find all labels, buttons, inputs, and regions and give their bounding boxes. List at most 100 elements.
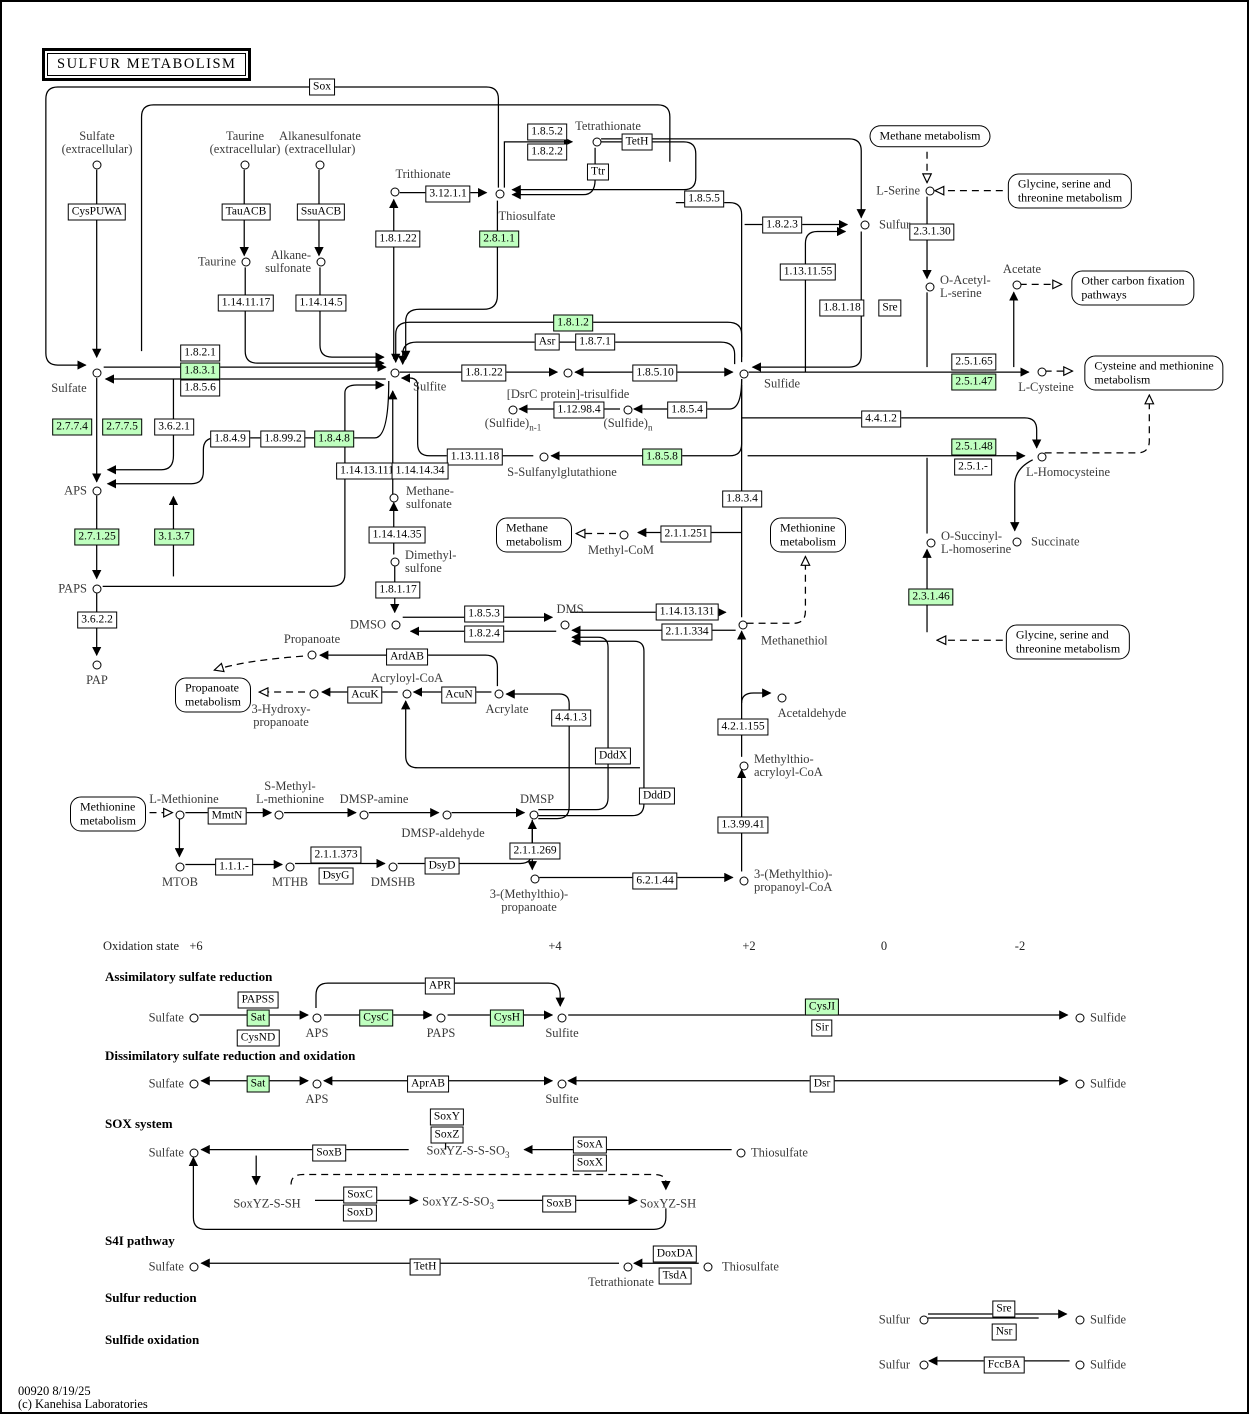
- enzyme-box-2-3-1-30[interactable]: 2.3.1.30: [909, 223, 955, 241]
- enzyme-box-1-12-98-4[interactable]: 1.12.98.4: [553, 401, 605, 419]
- compound-alkane[interactable]: [316, 257, 326, 267]
- enzyme-box-tauacb[interactable]: TauACB: [221, 203, 271, 221]
- enzyme-box-2-7-7-5[interactable]: 2.7.7.5: [102, 418, 142, 436]
- compound-propanoate[interactable]: [307, 650, 317, 660]
- compound-s-methyl[interactable]: [274, 810, 284, 820]
- enzyme-box-ttr[interactable]: Ttr: [586, 163, 610, 181]
- enzyme-box-1-8-5-3[interactable]: 1.8.5.3: [464, 605, 504, 623]
- enzyme-box-4-4-1-3[interactable]: 4.4.1.3: [551, 709, 591, 727]
- enzyme-box-1-8-1-2[interactable]: 1.8.1.2: [553, 314, 593, 332]
- enzyme-box-soxz[interactable]: SoxZ: [430, 1126, 464, 1144]
- compound-dmsp-aldehyde[interactable]: [442, 810, 452, 820]
- enzyme-box-acuk[interactable]: AcuK: [347, 686, 383, 704]
- enzyme-box-3-12-1-1[interactable]: 3.12.1.1: [425, 185, 471, 203]
- enzyme-box-1-14-14-34[interactable]: 1.14.14.34: [391, 462, 449, 480]
- compound-o-succinyl[interactable]: [926, 538, 936, 548]
- enzyme-box-1-8-2-1[interactable]: 1.8.2.1: [180, 344, 220, 362]
- enzyme-box-ssuacb[interactable]: SsuACB: [296, 203, 346, 221]
- enzyme-box-apr[interactable]: APR: [424, 977, 456, 995]
- compound-sulfide[interactable]: [1075, 1360, 1085, 1370]
- compound-sulfate[interactable]: [92, 160, 102, 170]
- enzyme-box-nsr[interactable]: Nsr: [991, 1323, 1017, 1341]
- enzyme-box-2-5-1-48[interactable]: 2.5.1.48: [951, 438, 997, 456]
- enzyme-box-3-6-2-1[interactable]: 3.6.2.1: [154, 418, 194, 436]
- enzyme-box-1-3-99-41[interactable]: 1.3.99.41: [717, 816, 769, 834]
- compound-paps[interactable]: [436, 1013, 446, 1023]
- enzyme-box-2-1-1-373[interactable]: 2.1.1.373: [310, 846, 362, 864]
- compound-acetate[interactable]: [1012, 280, 1022, 290]
- compound-trithionate[interactable]: [390, 187, 400, 197]
- compound-sulfide[interactable]: [1075, 1315, 1085, 1325]
- compound-sulfate[interactable]: [92, 368, 102, 378]
- compound-dmso[interactable]: [391, 620, 401, 630]
- enzyme-box-1-8-5-10[interactable]: 1.8.5.10: [632, 364, 678, 382]
- enzyme-box-2-5-1-47[interactable]: 2.5.1.47: [951, 373, 997, 391]
- enzyme-box-soxc[interactable]: SoxC: [343, 1186, 377, 1204]
- enzyme-box-sat[interactable]: Sat: [246, 1009, 270, 1027]
- compound-alkanesulfonate[interactable]: [315, 160, 325, 170]
- enzyme-box-asr[interactable]: Asr: [534, 333, 560, 351]
- enzyme-box-4-2-1-155[interactable]: 4.2.1.155: [717, 718, 769, 736]
- compound-methane[interactable]: [389, 493, 399, 503]
- enzyme-box-doxda[interactable]: DoxDA: [652, 1245, 698, 1263]
- enzyme-box-1-8-5-5[interactable]: 1.8.5.5: [684, 190, 724, 208]
- enzyme-box-6-2-1-44[interactable]: 6.2.1.44: [632, 872, 678, 890]
- enzyme-box-1-8-4-8[interactable]: 1.8.4.8: [314, 430, 354, 448]
- compound-tetrathionate[interactable]: [592, 137, 602, 147]
- enzyme-box-1-8-1-18[interactable]: 1.8.1.18: [819, 299, 865, 317]
- enzyme-box-1-8-3-4[interactable]: 1.8.3.4: [722, 490, 762, 508]
- enzyme-box-1-8-1-22[interactable]: 1.8.1.22: [375, 230, 421, 248]
- enzyme-box-1-14-14-5[interactable]: 1.14.14.5: [295, 294, 347, 312]
- compound-thiosulfate[interactable]: [495, 189, 505, 199]
- enzyme-box-1-8-99-2[interactable]: 1.8.99.2: [260, 430, 306, 448]
- enzyme-box-1-8-4-9[interactable]: 1.8.4.9: [210, 430, 250, 448]
- enzyme-box-4-4-1-2[interactable]: 4.4.1.2: [861, 410, 901, 428]
- compound-sulfate[interactable]: [189, 1148, 199, 1158]
- compound-sulfide[interactable]: [1075, 1079, 1085, 1089]
- enzyme-box-2-3-1-46[interactable]: 2.3.1.46: [908, 588, 954, 606]
- enzyme-box-1-8-1-22[interactable]: 1.8.1.22: [461, 364, 507, 382]
- compound-aps[interactable]: [312, 1013, 322, 1023]
- enzyme-box-sre[interactable]: Sre: [878, 299, 902, 317]
- enzyme-box-1-8-3-1[interactable]: 1.8.3.1: [180, 362, 220, 380]
- enzyme-box-1-8-5-4[interactable]: 1.8.5.4: [667, 401, 707, 419]
- enzyme-box-teth[interactable]: TetH: [621, 133, 653, 151]
- compound-mthb[interactable]: [285, 862, 295, 872]
- compound-dms[interactable]: [560, 620, 570, 630]
- compound-dmsp-amine[interactable]: [359, 810, 369, 820]
- enzyme-box-sat[interactable]: Sat: [246, 1075, 270, 1093]
- compound-l-serine[interactable]: [925, 186, 935, 196]
- enzyme-box-aprab[interactable]: AprAB: [407, 1075, 449, 1093]
- enzyme-box-3-6-2-2[interactable]: 3.6.2.2: [77, 611, 117, 629]
- compound-sulfur[interactable]: [919, 1315, 929, 1325]
- enzyme-box-1-14-11-17[interactable]: 1.14.11.17: [217, 294, 275, 312]
- enzyme-box-1-8-5-6[interactable]: 1.8.5.6: [180, 379, 220, 397]
- enzyme-box-fccba[interactable]: FccBA: [983, 1356, 1025, 1374]
- compound-sulfite[interactable]: [390, 368, 400, 378]
- compound-o-acetyl[interactable]: [925, 282, 935, 292]
- enzyme-box-1-13-11-18[interactable]: 1.13.11.18: [446, 448, 504, 466]
- enzyme-box-1-8-1-17[interactable]: 1.8.1.17: [375, 581, 421, 599]
- compound-dsrc-protein-trisulfide[interactable]: [563, 368, 573, 378]
- enzyme-box-soxb[interactable]: SoxB: [542, 1195, 576, 1213]
- enzyme-box-sre[interactable]: Sre: [992, 1300, 1016, 1318]
- enzyme-box-1-8-5-2[interactable]: 1.8.5.2: [527, 123, 567, 141]
- enzyme-box-teth[interactable]: TetH: [409, 1258, 441, 1276]
- enzyme-box-soxa[interactable]: SoxA: [572, 1136, 608, 1154]
- enzyme-box-dsyd[interactable]: DsyD: [424, 857, 460, 875]
- enzyme-box-cysh[interactable]: CysH: [489, 1009, 525, 1027]
- compound-thiosulfate[interactable]: [703, 1262, 713, 1272]
- compound-succinate[interactable]: [1012, 537, 1022, 547]
- compound-sulfide[interactable]: [739, 369, 749, 379]
- compound-sulfur[interactable]: [919, 1360, 929, 1370]
- enzyme-box-soxy[interactable]: SoxY: [429, 1108, 465, 1126]
- compound-s-sulfanylglutathione[interactable]: [539, 452, 549, 462]
- compound-pap[interactable]: [92, 660, 102, 670]
- enzyme-box-2-5-1[interactable]: 2.5.1.-: [954, 458, 992, 476]
- compound-sulfur[interactable]: [860, 220, 870, 230]
- compound-sulfide[interactable]: [1075, 1013, 1085, 1023]
